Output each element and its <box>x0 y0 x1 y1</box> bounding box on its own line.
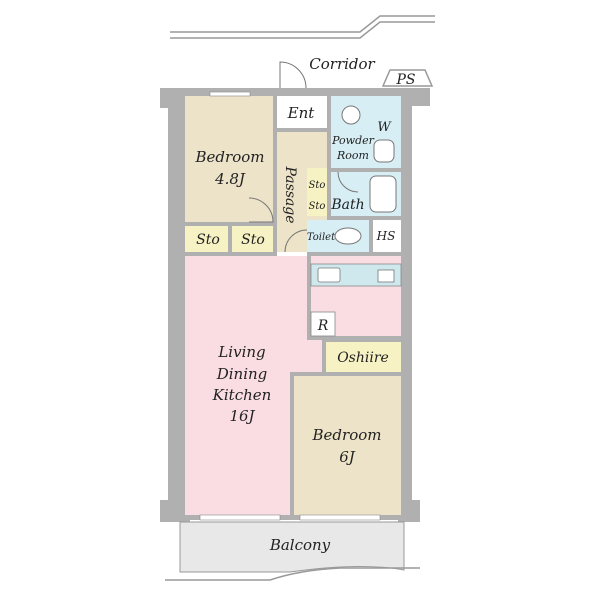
ldk-label-2: Dining <box>216 365 268 383</box>
bathtub <box>369 175 397 213</box>
ldk-label-3: Kitchen <box>212 386 272 404</box>
passage-label: Passage <box>282 165 298 223</box>
washing-machine <box>341 105 361 125</box>
wall-corner-bl <box>160 500 190 522</box>
sink <box>373 139 395 163</box>
sto-left-label-1: Sto <box>196 232 220 248</box>
oshiire-label: Oshiire <box>337 350 389 366</box>
bedroom-large <box>294 376 401 515</box>
refrigerator <box>310 311 336 337</box>
ps-block <box>381 69 434 87</box>
sto-small-label-1: Sto <box>309 180 326 191</box>
kitchen-sink <box>317 267 341 283</box>
storage-left-2 <box>232 226 273 252</box>
bedroom-small-label-1: Bedroom <box>195 148 265 166</box>
balcony <box>179 521 405 573</box>
bedroom-door-swing <box>248 197 274 223</box>
ldk <box>185 256 322 515</box>
refrigerator-label: R <box>317 318 329 334</box>
powder-room-label-1: Powder <box>331 134 375 147</box>
window-ldk <box>199 514 281 521</box>
bedroom-large-label-1: Bedroom <box>312 426 382 444</box>
stove <box>377 269 395 283</box>
toilet-label: Toilet <box>307 232 336 243</box>
sto-left-label-2: Sto <box>241 232 265 248</box>
ent-label: Ent <box>287 104 316 122</box>
wall-corner-br <box>398 500 420 522</box>
bedroom-small <box>185 96 273 222</box>
corridor-railing-outer <box>170 15 435 33</box>
toilet-bowl <box>334 227 362 245</box>
wall-corner-tl <box>160 88 190 108</box>
window-bedroom-small <box>209 91 251 97</box>
balcony-label: Balcony <box>269 536 331 554</box>
ldk-label-1: Living <box>217 343 265 361</box>
bedroom-small-label-2: 4.8J <box>214 170 246 188</box>
ldk-label-4: 16J <box>229 407 255 425</box>
window-bedroom-large <box>299 514 381 521</box>
sto-small-label-2: Sto <box>309 201 326 212</box>
storage-small <box>307 168 327 216</box>
hs-area <box>373 220 401 252</box>
corridor-label: Corridor <box>309 55 375 73</box>
hs-label: HS <box>376 229 396 243</box>
oshiire <box>326 342 401 372</box>
corridor-railing <box>170 21 435 39</box>
powder-room-label-2: Room <box>336 149 369 162</box>
ldk-door-swing <box>284 229 308 253</box>
storage-left-1 <box>185 226 228 252</box>
balcony-railing <box>165 567 420 581</box>
bath-door-swing <box>337 171 359 193</box>
w-label: W <box>377 120 392 135</box>
wall-corner-tr <box>398 88 430 106</box>
entrance <box>277 96 327 128</box>
entry-door-swing <box>279 61 307 89</box>
bedroom-large-label-2: 6J <box>339 448 356 466</box>
bath-label: Bath <box>330 197 364 213</box>
ps-label: PS <box>395 72 415 88</box>
